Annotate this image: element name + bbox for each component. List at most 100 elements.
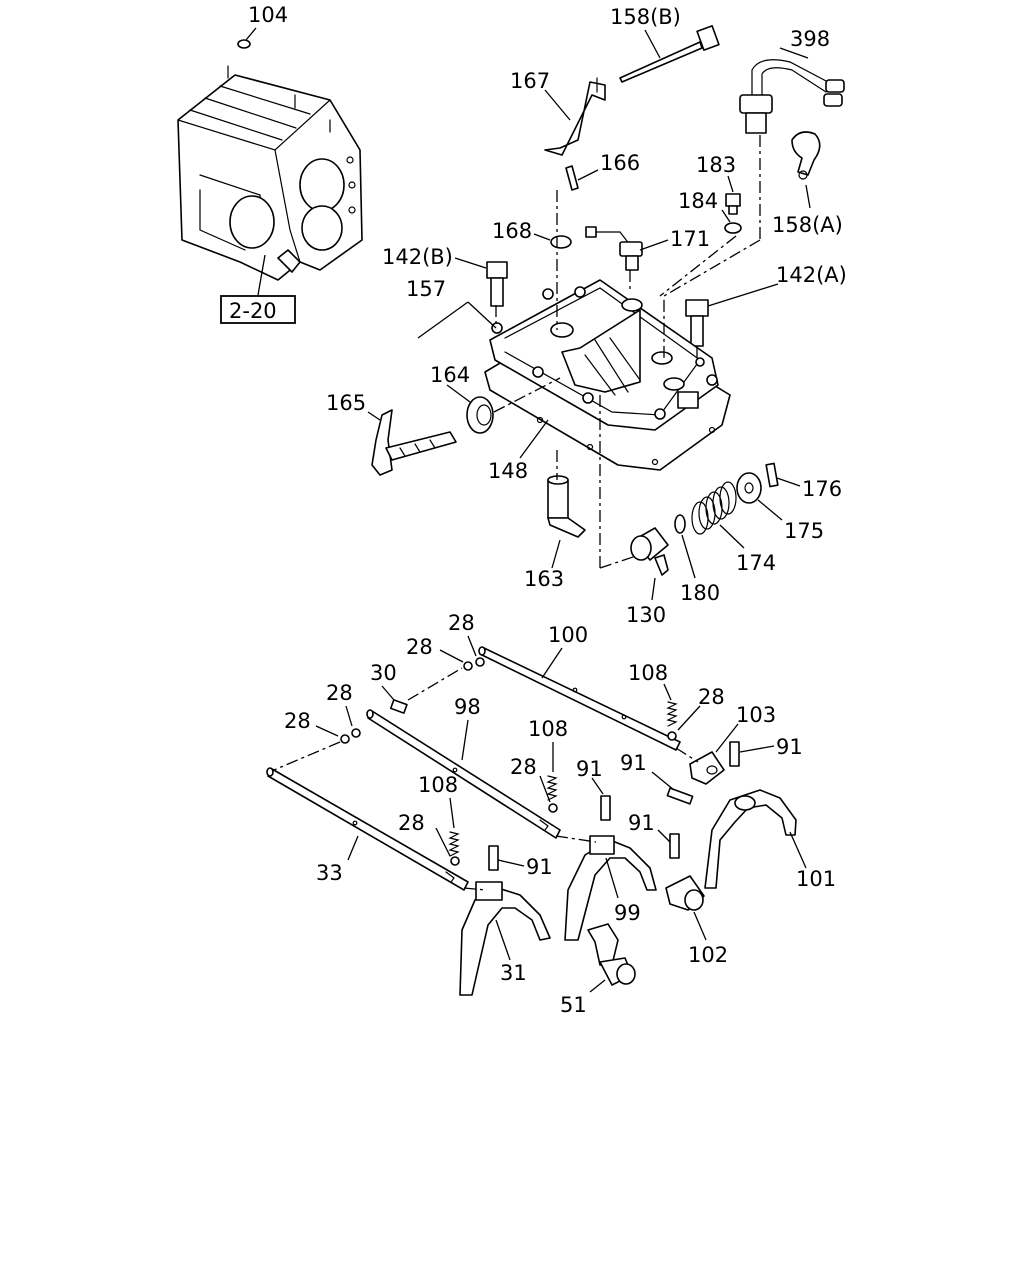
- ball-28-f: [548, 803, 558, 813]
- transmission-case-illustration: [177, 65, 363, 281]
- label-168: 168: [492, 219, 532, 243]
- label-91-c: 91: [576, 757, 603, 781]
- ball-28-c: [351, 728, 361, 738]
- label-142b: 142(B): [382, 245, 453, 269]
- label-30: 30: [370, 661, 397, 685]
- seal-164: [466, 396, 494, 434]
- label-99: 99: [614, 901, 641, 925]
- reference-box-2-20[interactable]: [220, 295, 296, 324]
- label-176: 176: [802, 477, 842, 501]
- lever-165: [371, 409, 457, 476]
- label-183: 183: [696, 153, 736, 177]
- label-101: 101: [796, 867, 836, 891]
- label-51: 51: [560, 993, 587, 1017]
- label-108-b: 108: [528, 717, 568, 741]
- label-28-a: 28: [448, 611, 475, 635]
- pin-91-c: [600, 795, 611, 821]
- label-167: 167: [510, 69, 550, 93]
- label-28-b: 28: [406, 635, 433, 659]
- label-108-a: 108: [628, 661, 668, 685]
- bracket-167: [544, 77, 606, 156]
- washer-184: [724, 222, 742, 234]
- label-130: 130: [626, 603, 666, 627]
- label-171: 171: [670, 227, 710, 251]
- spring-108-b: [546, 775, 558, 801]
- fitting-130: [630, 527, 669, 576]
- label-164: 164: [430, 363, 470, 387]
- ball-28-d: [340, 734, 350, 744]
- spring-108-c: [448, 831, 460, 857]
- label-157: 157: [406, 277, 446, 301]
- label-91-e: 91: [526, 855, 553, 879]
- cable-tie-158b: [619, 25, 720, 83]
- washer-180: [674, 514, 686, 534]
- label-165: 165: [326, 391, 366, 415]
- label-28-f: 28: [510, 755, 537, 779]
- bolt-183: [725, 193, 741, 215]
- label-28-g: 28: [398, 811, 425, 835]
- spring-108-a: [666, 701, 678, 727]
- washer-175: [736, 472, 762, 504]
- label-158a: 158(A): [772, 213, 843, 237]
- label-175: 175: [784, 519, 824, 543]
- shift-rail-100: [478, 646, 681, 751]
- shift-rail-98: [366, 709, 561, 839]
- shift-block-102: [665, 875, 705, 911]
- cover-157: [489, 279, 719, 431]
- label-91-b: 91: [620, 751, 647, 775]
- ball-28-e: [667, 731, 677, 741]
- label-163: 163: [524, 567, 564, 591]
- pin-176: [765, 462, 779, 488]
- shift-fork-101: [704, 789, 797, 889]
- bolt-142b: [486, 261, 508, 307]
- label-104: 104: [248, 3, 288, 27]
- pin-91-b: [666, 787, 694, 805]
- label-91-d: 91: [628, 811, 655, 835]
- shift-fork-31: [459, 881, 551, 996]
- plug-104: [237, 27, 257, 49]
- shift-rail-33: [266, 767, 469, 891]
- label-142a: 142(A): [776, 263, 847, 287]
- switch-398: [739, 59, 845, 134]
- label-28-e: 28: [698, 685, 725, 709]
- label-158b: 158(B): [610, 5, 681, 29]
- reference-box-label[interactable]: 2-20: [229, 299, 277, 323]
- label-398: 398: [790, 27, 830, 51]
- pin-91-a: [729, 741, 740, 767]
- assembly-guide-lines: [493, 135, 761, 569]
- label-91-a: 91: [776, 735, 803, 759]
- label-166: 166: [600, 151, 640, 175]
- label-102: 102: [688, 943, 728, 967]
- shaft-163: [547, 475, 586, 538]
- pin-91-e: [488, 845, 499, 871]
- label-103: 103: [736, 703, 776, 727]
- pin-30: [389, 699, 408, 714]
- label-148: 148: [488, 459, 528, 483]
- washer-168: [550, 235, 572, 249]
- label-100: 100: [548, 623, 588, 647]
- label-174: 174: [736, 551, 776, 575]
- label-108-c: 108: [418, 773, 458, 797]
- switch-171: [585, 226, 643, 271]
- label-98: 98: [454, 695, 481, 719]
- label-33: 33: [316, 861, 343, 885]
- label-28-c: 28: [326, 681, 353, 705]
- shift-block-51: [587, 923, 636, 986]
- pin-91-d: [669, 833, 680, 859]
- bolt-166: [565, 165, 579, 191]
- label-28-d: 28: [284, 709, 311, 733]
- label-31: 31: [500, 961, 527, 985]
- rail-fork-link-b: [555, 835, 597, 843]
- ball-28-b: [463, 661, 473, 671]
- clip-158a: [791, 131, 821, 180]
- ball-28-a: [475, 657, 485, 667]
- label-184: 184: [678, 189, 718, 213]
- bolt-142a: [685, 299, 709, 347]
- shift-block-103: [689, 751, 725, 785]
- rail-fork-link-a: [463, 887, 487, 891]
- spring-174: [691, 481, 737, 535]
- ball-28-g: [450, 856, 460, 866]
- label-180: 180: [680, 581, 720, 605]
- rail-fork-link-c: [675, 747, 699, 763]
